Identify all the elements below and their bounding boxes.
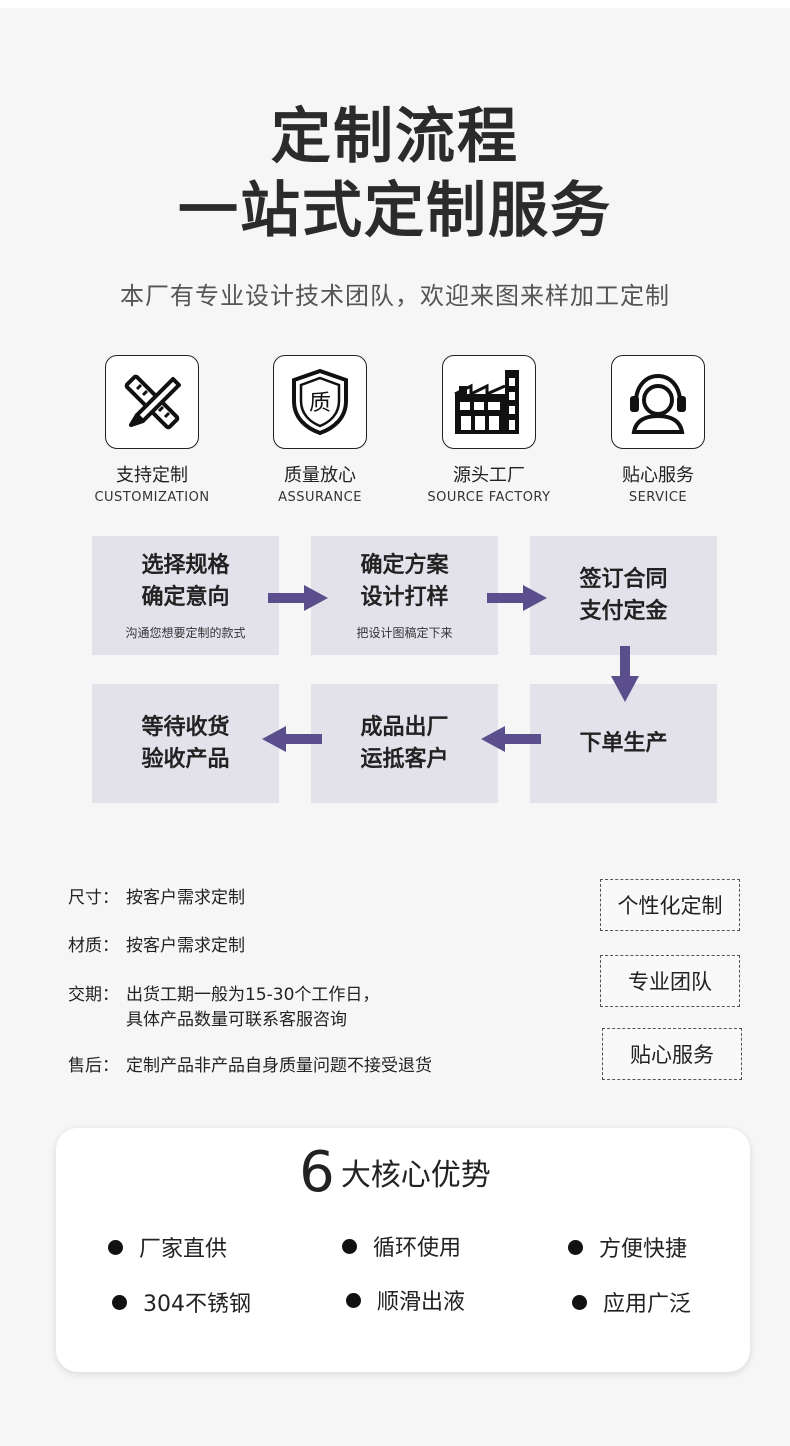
advantage-item: 顺滑出液 [346,1284,465,1316]
step-title: 签订合同 支付定金 [579,566,668,624]
spec-value: 按客户需求定制 [126,888,245,908]
spec-material: 材质： 按客户需求定制 [68,934,245,959]
feature-label-en: SOURCE FACTORY [427,490,551,505]
feature-label-en: ASSURANCE [278,490,362,505]
advantage-item: 循环使用 [342,1230,461,1262]
feature-label-en: SERVICE [628,490,688,505]
feature-source-factory: 源头工厂 SOURCE FACTORY [404,355,574,505]
intro-text: 本厂有专业设计技术团队，欢迎来图来样加工定制 [120,282,670,310]
feature-service: 贴心服务 SERVICE [573,355,743,505]
advantage-label: 顺滑出液 [377,1290,466,1315]
quality-shield-icon: 质 [273,355,367,449]
arrow-right-icon [268,585,328,611]
feature-label: 贴心服务 [622,465,694,486]
customer-service-headset-icon [611,355,705,449]
spec-value: 按客户需求定制 [126,936,245,956]
step-note: 沟通您想要定制的款式 [125,626,246,640]
spec-label: 售后： [68,1056,119,1076]
spec-value: 定制产品非产品自身质量问题不接受退货 [126,1056,432,1076]
feature-label: 质量放心 [284,465,356,486]
step-title: 等待收货 验收产品 [141,714,230,772]
feature-label: 源头工厂 [453,465,525,486]
step-title: 成品出厂 运抵客户 [360,714,449,772]
advantage-item: 厂家直供 [108,1231,227,1263]
advantage-label: 应用广泛 [603,1292,692,1317]
step-title: 选择规格 确定意向 [141,553,230,610]
page-title: 定制流程 [271,102,519,172]
step-title: 下单生产 [579,730,668,756]
advantage-item: 应用广泛 [572,1286,691,1318]
arrow-left-icon [481,726,541,752]
spec-value: 出货工期一般为15-30个工作日， [126,985,380,1005]
spec-after-sales: 售后： 定制产品非产品自身质量问题不接受退货 [68,1054,432,1079]
feature-assurance: 质 质量放心 ASSURANCE [235,355,405,505]
process-step-5: 成品出厂 运抵客户 [311,684,498,803]
process-step-4: 下单生产 [530,684,717,803]
arrow-left-icon [262,726,322,752]
spec-delivery: 交期： 出货工期一般为15-30个工作日， 具体产品数量可联系客服咨询 [68,983,379,1033]
step-note: 把设计图稿定下来 [356,626,453,640]
step-title: 确定方案 设计打样 [360,553,449,610]
tag-caring-service: 贴心服务 [602,1028,742,1080]
process-step-3: 签订合同 支付定金 [530,536,717,655]
svg-text:质: 质 [309,391,331,416]
pencil-ruler-icon [105,355,199,449]
bullet-icon [342,1238,357,1254]
advantages-heading: 大核心优势 [340,1158,491,1193]
feature-label-en: CUSTOMIZATION [94,490,210,505]
spec-label: 交期： [68,985,119,1005]
bullet-icon [108,1239,123,1255]
page-subtitle-heading: 一站式定制服务 [178,176,612,246]
arrow-down-icon [611,646,639,702]
bullet-icon [572,1294,587,1310]
bullet-icon [568,1239,583,1255]
tag-personalized: 个性化定制 [600,879,740,931]
advantage-item: 方便快捷 [568,1231,687,1263]
advantage-label: 方便快捷 [599,1237,688,1262]
spec-label: 材质： [68,936,119,956]
process-step-1: 选择规格 确定意向 沟通您想要定制的款式 [92,536,279,655]
top-strip [0,0,790,8]
bullet-icon [346,1292,361,1308]
process-step-2: 确定方案 设计打样 把设计图稿定下来 [311,536,498,655]
spec-label: 尺寸： [68,888,119,908]
process-step-6: 等待收货 验收产品 [92,684,279,803]
feature-label: 支持定制 [116,465,188,486]
spec-size: 尺寸： 按客户需求定制 [68,886,245,911]
spec-value-line2: 具体产品数量可联系客服咨询 [126,1010,347,1030]
advantage-label: 304不锈钢 [143,1292,251,1317]
advantage-label: 循环使用 [373,1236,462,1261]
arrow-right-icon [487,585,547,611]
factory-icon [442,355,536,449]
advantage-item: 304不锈钢 [112,1286,251,1318]
tag-professional-team: 专业团队 [600,955,740,1007]
advantages-panel [56,1128,750,1372]
bullet-icon [112,1294,127,1310]
advantage-label: 厂家直供 [139,1237,228,1262]
advantages-number: 6 [299,1140,335,1205]
feature-customization: 支持定制 CUSTOMIZATION [67,355,237,505]
